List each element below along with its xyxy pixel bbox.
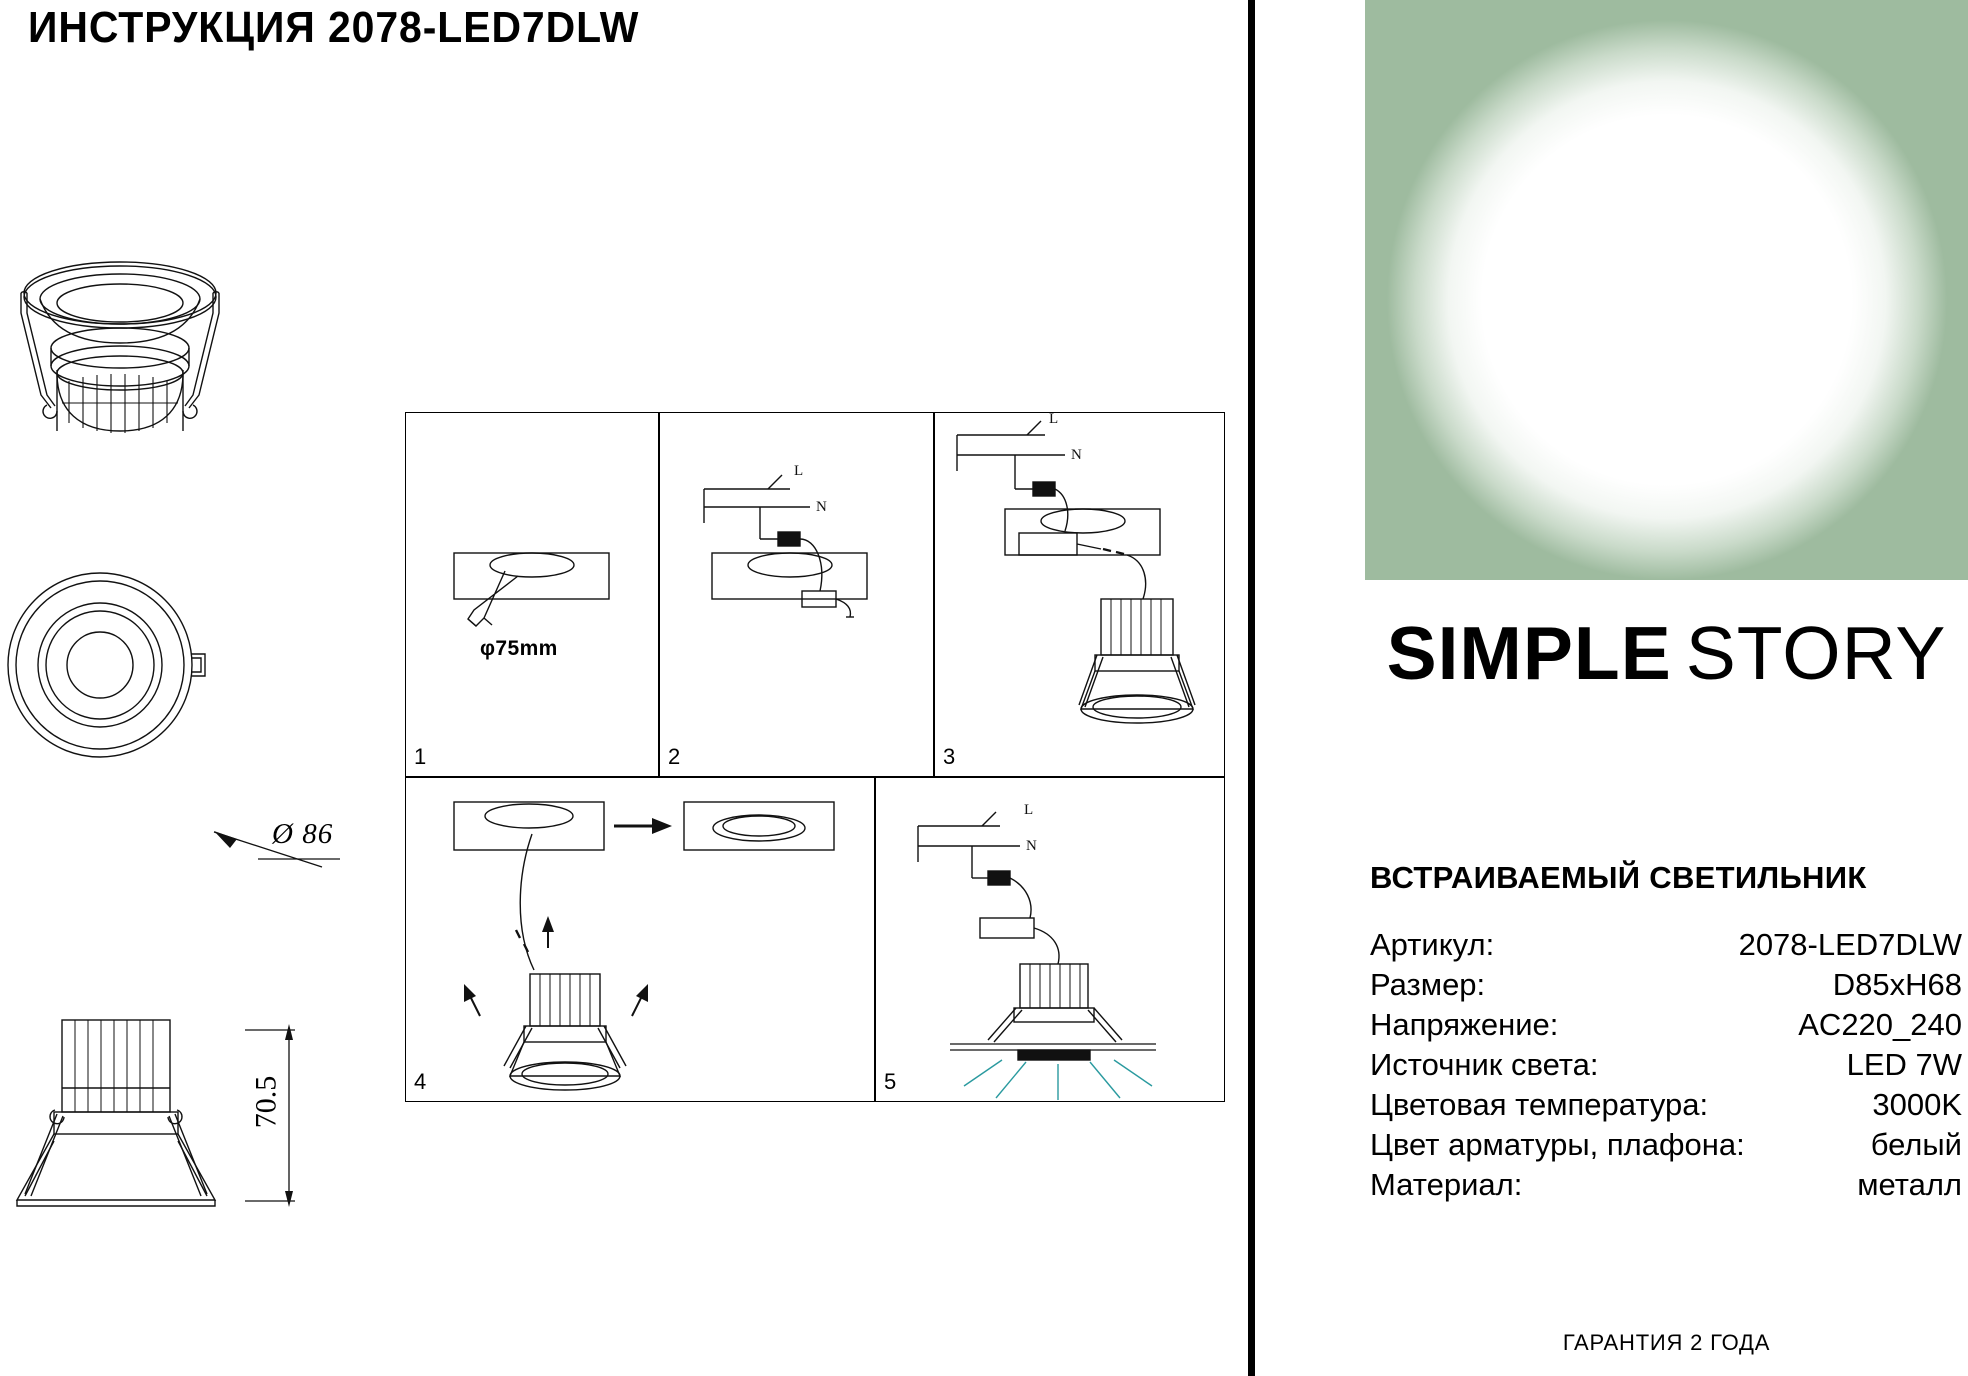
spec-label: Цветовая температура: bbox=[1370, 1087, 1709, 1122]
step-number-4: 4 bbox=[414, 1069, 427, 1094]
brand-name-bold: SIMPLE bbox=[1386, 611, 1672, 695]
hole-diameter-label: φ75mm bbox=[480, 637, 558, 660]
installation-steps-grid: 1 φ75mm bbox=[405, 412, 1225, 1102]
spec-value: 3000K bbox=[1872, 1087, 1962, 1122]
step-cell-1: 1 φ75mm bbox=[405, 412, 659, 777]
height-label: 70.5 bbox=[249, 1075, 283, 1129]
diameter-leader-line bbox=[190, 805, 370, 885]
downlight-perspective-view bbox=[5, 235, 235, 450]
step-number-2: 2 bbox=[668, 744, 681, 769]
wire-label-live: L bbox=[794, 463, 803, 479]
step-number-3: 3 bbox=[943, 744, 956, 769]
vertical-divider bbox=[1248, 0, 1255, 1376]
spec-row-article: Артикул: 2078-LED7DLW bbox=[1370, 925, 1962, 965]
specifications-table: Артикул: 2078-LED7DLW Размер: D85xH68 На… bbox=[1370, 925, 1962, 1205]
wire-label-live: L bbox=[1024, 802, 1033, 818]
height-dimension-line bbox=[245, 1018, 305, 1213]
spec-row-voltage: Напряжение: AC220_240 bbox=[1370, 1005, 1962, 1045]
step-number-5: 5 bbox=[884, 1069, 897, 1094]
luminaire-glow-circle bbox=[1386, 20, 1947, 580]
spec-row-size: Размер: D85xH68 bbox=[1370, 965, 1962, 1005]
diameter-label: Ø 86 bbox=[272, 818, 334, 850]
wire-label-neutral: N bbox=[816, 499, 827, 515]
wire-label-neutral: N bbox=[1026, 838, 1037, 854]
spec-value: LED 7W bbox=[1846, 1047, 1962, 1082]
spec-label: Размер: bbox=[1370, 967, 1486, 1002]
step-cell-3: L N 3 bbox=[934, 412, 1225, 777]
brand-name-light: STORY bbox=[1685, 611, 1947, 695]
warranty-note: ГАРАНТИЯ 2 ГОДА bbox=[1562, 1330, 1771, 1355]
product-image-panel bbox=[1365, 0, 1968, 580]
spec-label: Источник света: bbox=[1370, 1047, 1599, 1082]
step-number-1: 1 bbox=[414, 744, 427, 769]
spec-row-color-temperature: Цветовая температура: 3000K bbox=[1370, 1085, 1962, 1125]
spec-value: белый bbox=[1870, 1127, 1962, 1162]
spec-row-light-source: Источник света: LED 7W bbox=[1370, 1045, 1962, 1085]
spec-label: Материал: bbox=[1370, 1167, 1523, 1202]
spec-row-material: Материал: металл bbox=[1370, 1165, 1962, 1205]
spec-label: Цвет арматуры, плафона: bbox=[1370, 1127, 1745, 1162]
spec-value: 2078-LED7DLW bbox=[1738, 927, 1962, 962]
page-title: ИНСТРУКЦИЯ 2078-LED7DLW bbox=[28, 3, 640, 52]
spec-label: Напряжение: bbox=[1370, 1007, 1559, 1042]
spec-value: металл bbox=[1857, 1167, 1962, 1202]
spec-value: D85xH68 bbox=[1832, 967, 1962, 1002]
downlight-side-view bbox=[5, 1010, 235, 1220]
wire-label-live: L bbox=[1049, 413, 1058, 427]
spec-label: Артикул: bbox=[1370, 927, 1495, 962]
spec-row-body-color: Цвет арматуры, плафона: белый bbox=[1370, 1125, 1962, 1165]
spec-value: AC220_240 bbox=[1798, 1007, 1962, 1042]
step-cell-4: 4 bbox=[405, 777, 875, 1102]
downlight-bottom-view bbox=[5, 570, 235, 760]
wire-label-neutral: N bbox=[1071, 447, 1082, 463]
step-cell-5: L N 5 bbox=[875, 777, 1225, 1102]
product-type-heading: ВСТРАИВАЕМЫЙ СВЕТИЛЬНИК bbox=[1370, 860, 1867, 895]
step-cell-2: L N 2 bbox=[659, 412, 934, 777]
